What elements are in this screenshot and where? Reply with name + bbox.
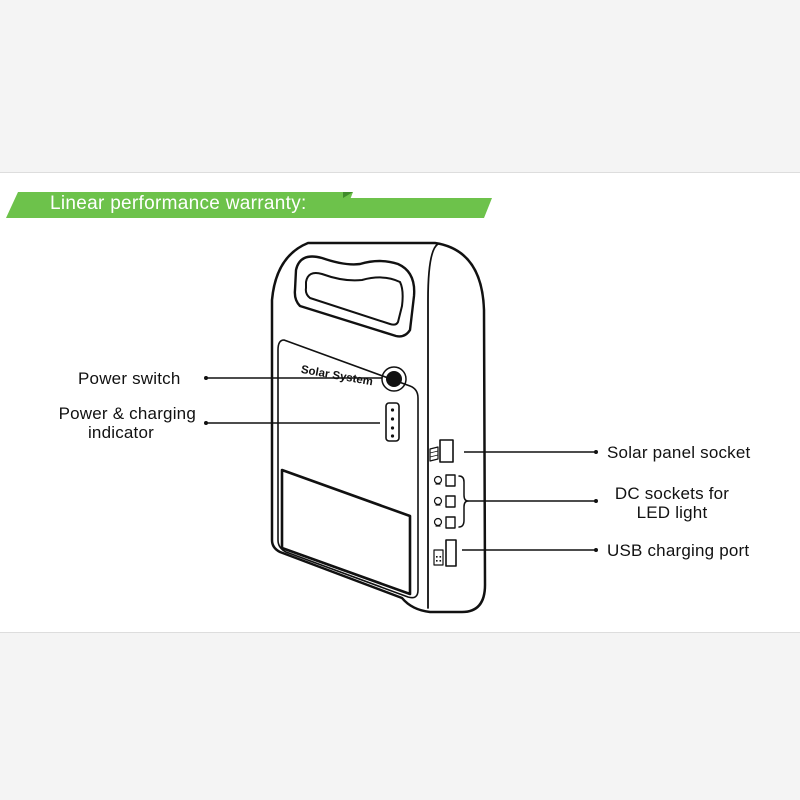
- banner-ribbon-tail: [335, 198, 492, 218]
- power-button-icon: [386, 371, 402, 387]
- label-solar-panel-socket: Solar panel socket: [607, 443, 751, 462]
- banner-ribbon: [6, 192, 492, 218]
- lower-window: [280, 468, 412, 596]
- dc-socket-1: [445, 474, 456, 487]
- callout-dot-power-indicator: [204, 421, 208, 425]
- dc-sockets-bracket: [458, 475, 469, 528]
- light-bulb-icon: [433, 475, 443, 527]
- label-power-charging-line2: indicator: [87, 423, 154, 442]
- diagram-panel: [0, 172, 800, 633]
- callout-dot-usb-port: [594, 548, 598, 552]
- brand-label: Solar System: [300, 364, 374, 388]
- banner-title: Linear performance warranty:: [50, 193, 307, 214]
- front-face-outline: [277, 339, 419, 599]
- battery-level-icon: [385, 402, 400, 442]
- power-button-ring: [381, 366, 407, 392]
- banner-ribbon-main: [6, 192, 353, 218]
- dc-socket-2: [445, 495, 456, 508]
- phone-keypad: [436, 556, 442, 562]
- label-power-charging-line1: Power & charging: [58, 404, 196, 423]
- label-power-switch: Power switch: [78, 369, 181, 388]
- label-dc-sockets: DC sockets for LED light: [602, 484, 742, 522]
- label-dc-sockets-line2: LED light: [636, 503, 708, 522]
- label-usb-charging-port: USB charging port: [607, 541, 750, 560]
- handle-outer: [293, 255, 416, 338]
- battery-level-dots: [390, 408, 395, 438]
- solar-panel-icon: [429, 446, 439, 462]
- device-outer-shell: [270, 241, 487, 614]
- solar-panel-socket: [439, 439, 454, 463]
- handle-inner: [304, 272, 404, 326]
- banner-ribbon-fold: [343, 192, 353, 198]
- usb-port: [445, 539, 457, 567]
- callout-dot-power-switch: [204, 376, 208, 380]
- label-power-charging-indicator: Power & charging indicator: [36, 404, 196, 442]
- callout-dot-solar-socket: [594, 450, 598, 454]
- device-side-edge: [427, 243, 439, 609]
- dc-socket-3: [445, 516, 456, 529]
- callout-dot-dc-sockets: [594, 499, 598, 503]
- label-dc-sockets-line1: DC sockets for: [614, 484, 730, 503]
- phone-icon: [433, 549, 444, 566]
- solar-panel-icon-grid: [429, 450, 439, 458]
